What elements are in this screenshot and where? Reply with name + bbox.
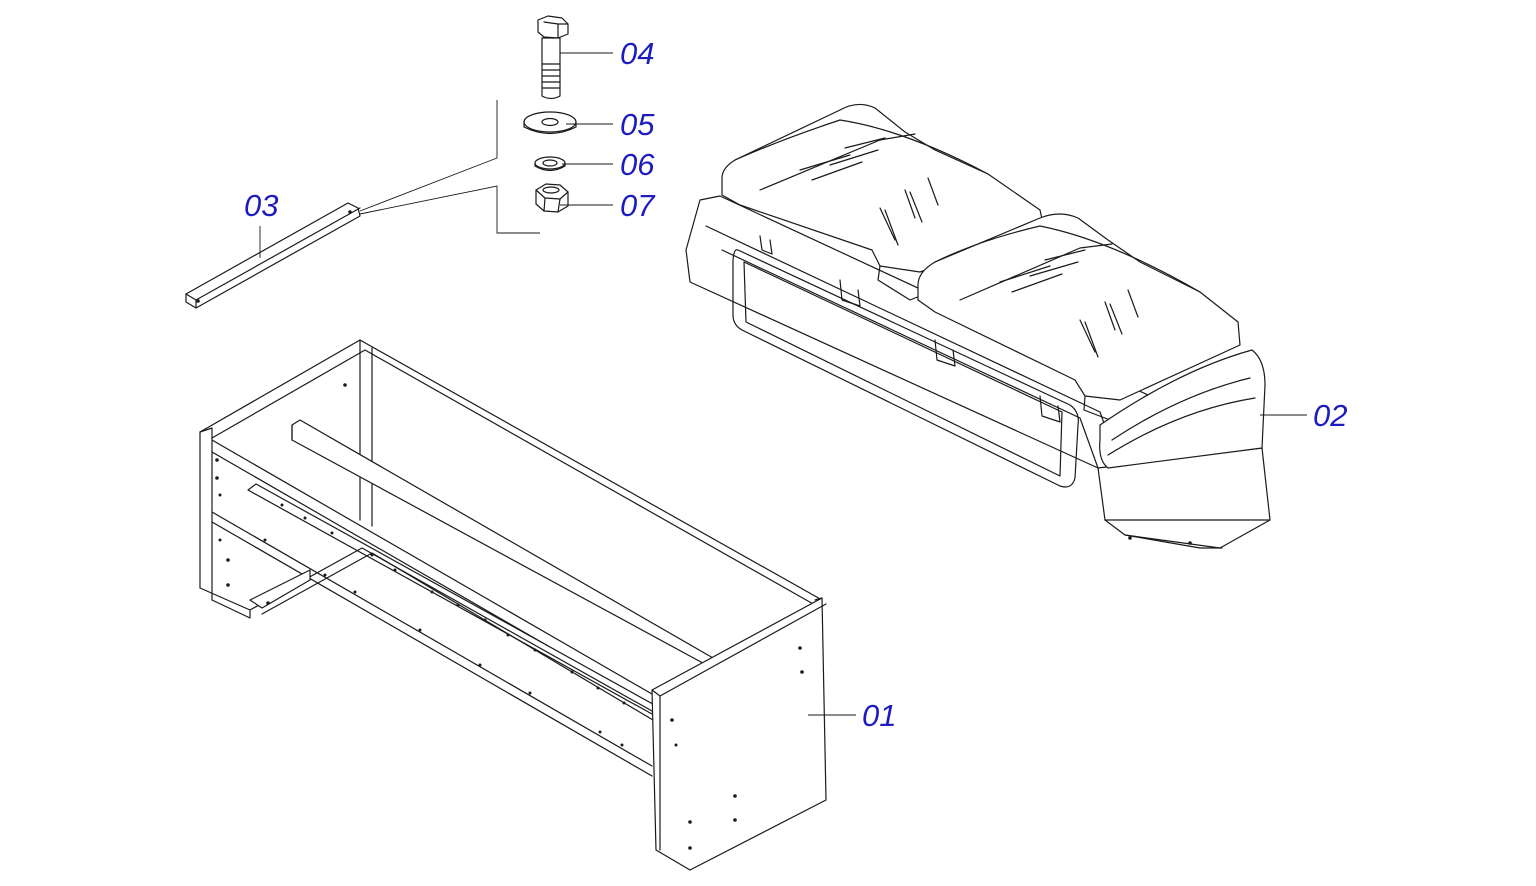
assembly-bracket-lines	[359, 100, 540, 234]
callout-07: 07	[620, 188, 655, 223]
hex-nut-part	[535, 183, 569, 213]
hex-bolt-part	[537, 15, 569, 100]
hopper-cover-part	[685, 103, 1271, 549]
lock-washer-part	[534, 156, 566, 172]
angle-bracket-part	[185, 202, 361, 309]
callout-04: 04	[620, 36, 655, 71]
callout-01: 01	[862, 698, 897, 733]
callout-05: 05	[620, 107, 655, 142]
callout-03: 03	[244, 188, 279, 223]
callout-leaders	[259, 52, 1307, 716]
frame-box-part	[199, 339, 827, 871]
callout-06: 06	[620, 147, 655, 182]
callout-02: 02	[1313, 398, 1348, 433]
flat-washer-part	[523, 111, 577, 135]
